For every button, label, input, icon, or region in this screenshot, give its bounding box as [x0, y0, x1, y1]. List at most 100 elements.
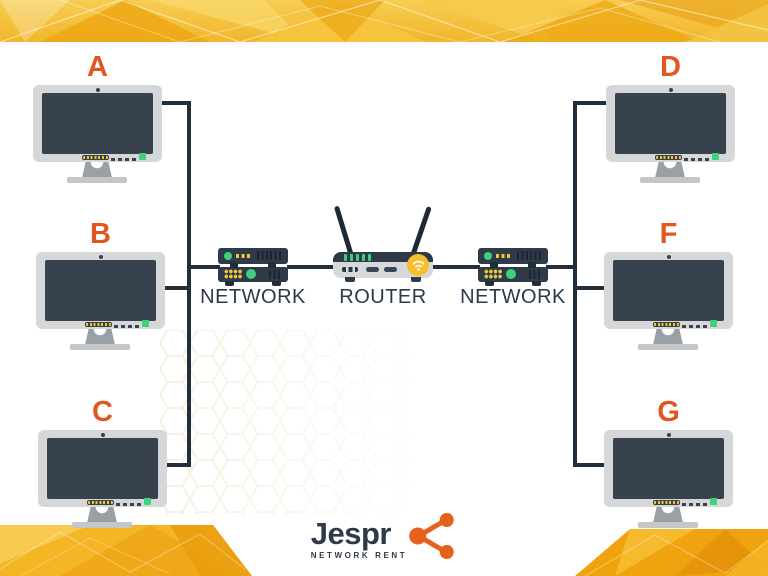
monitor-base — [70, 344, 130, 350]
cable-d — [574, 101, 620, 105]
button-strip — [82, 155, 109, 160]
vent-dashes — [116, 503, 142, 506]
monitor-screen — [47, 438, 158, 499]
cable-left-bus — [186, 101, 191, 467]
monitor-f: F — [604, 218, 733, 350]
computer-label-b: B — [90, 218, 111, 250]
router-body — [333, 252, 433, 278]
webcam-icon — [100, 433, 105, 437]
chassis-foot — [225, 281, 234, 286]
computer-label-c: C — [92, 396, 113, 428]
monitor-base — [638, 522, 698, 528]
indicator-dots — [496, 253, 511, 258]
led-bar — [362, 254, 365, 261]
indicator-dot-grid — [484, 269, 502, 280]
port-slot — [384, 267, 397, 272]
vent-slats — [257, 251, 282, 261]
power-led — [142, 320, 149, 327]
switch-unit — [218, 248, 288, 264]
logo-wordmark: Jespr — [310, 515, 392, 551]
cable-g — [574, 463, 620, 467]
router — [333, 204, 433, 284]
status-led-icon — [224, 251, 232, 260]
monitor-bezel — [606, 85, 735, 162]
chassis-foot — [485, 281, 494, 286]
cable-a — [150, 101, 191, 105]
monitor-stand — [655, 162, 685, 178]
monitor-stand — [85, 329, 115, 345]
computer-label-a: A — [87, 51, 108, 83]
logo-text-column: Jespr NETWORK RENT — [310, 515, 408, 560]
monitor-bezel — [604, 252, 733, 329]
computer-label-f: F — [659, 218, 678, 250]
indicator-dots — [342, 267, 358, 272]
monitor-b: B — [36, 218, 165, 350]
port-slot — [366, 267, 379, 272]
chassis-tab — [268, 262, 276, 268]
webcam-icon — [668, 88, 673, 92]
monitor-base — [638, 344, 698, 350]
button-strip — [655, 155, 682, 160]
wifi-icon — [407, 254, 429, 276]
monitor-stand — [653, 507, 683, 523]
power-led — [144, 498, 151, 505]
monitor-stand — [87, 507, 117, 523]
led-bar — [356, 254, 359, 261]
cable-c — [150, 463, 191, 467]
monitor-g: G — [604, 396, 733, 528]
corner-triangles-left — [0, 525, 252, 576]
monitor-screen — [42, 93, 153, 154]
vent-dashes — [682, 503, 708, 506]
switch-left — [218, 248, 288, 286]
button-strip — [85, 322, 112, 327]
corner-triangles-right — [575, 529, 768, 576]
monitor-screen — [613, 260, 724, 321]
status-led-icon — [246, 269, 256, 280]
chassis-foot — [345, 277, 355, 282]
monitor-c: C — [38, 396, 167, 528]
indicator-dot-grid — [224, 269, 242, 280]
button-strip — [653, 500, 680, 505]
chassis-tab — [230, 262, 238, 268]
switch-unit — [478, 248, 548, 264]
antenna-icon — [333, 205, 354, 257]
monitor-bezel — [36, 252, 165, 329]
cable-router-switch-right — [431, 265, 480, 269]
monitor-d: D — [606, 51, 735, 183]
chassis-tab — [528, 262, 536, 268]
status-led-icon — [484, 251, 492, 260]
monitor-base — [640, 177, 700, 183]
cable-right-bus — [572, 101, 577, 467]
status-led-icon — [506, 269, 516, 280]
monitor-stand — [653, 329, 683, 345]
button-strip — [653, 322, 680, 327]
banner-triangles-top — [0, 0, 768, 42]
switch-unit — [478, 266, 548, 282]
monitor-screen — [615, 93, 726, 154]
chassis-foot — [532, 281, 541, 286]
monitor-bezel — [604, 430, 733, 507]
cable-right-feed — [546, 265, 577, 269]
led-bar — [368, 254, 371, 261]
button-strip — [87, 500, 114, 505]
webcam-icon — [98, 255, 103, 259]
vent-dashes — [682, 325, 708, 328]
computer-label-g: G — [657, 396, 680, 428]
hexagon-pattern — [160, 330, 425, 515]
monitor-bezel — [33, 85, 162, 162]
vent-slats — [269, 269, 282, 279]
router-led-band — [333, 252, 433, 262]
cable-b — [150, 286, 191, 290]
vent-dashes — [684, 158, 710, 161]
switch-unit — [218, 266, 288, 282]
indicator-dots — [236, 253, 251, 258]
vent-dashes — [114, 325, 140, 328]
switch-right-label: NETWORK — [460, 286, 566, 308]
brand-logo: Jespr NETWORK RENT — [310, 513, 458, 562]
webcam-icon — [95, 88, 100, 92]
chassis-foot — [272, 281, 281, 286]
vent-slats — [529, 269, 542, 279]
monitor-screen — [45, 260, 156, 321]
webcam-icon — [666, 255, 671, 259]
antenna-icon — [410, 206, 432, 257]
